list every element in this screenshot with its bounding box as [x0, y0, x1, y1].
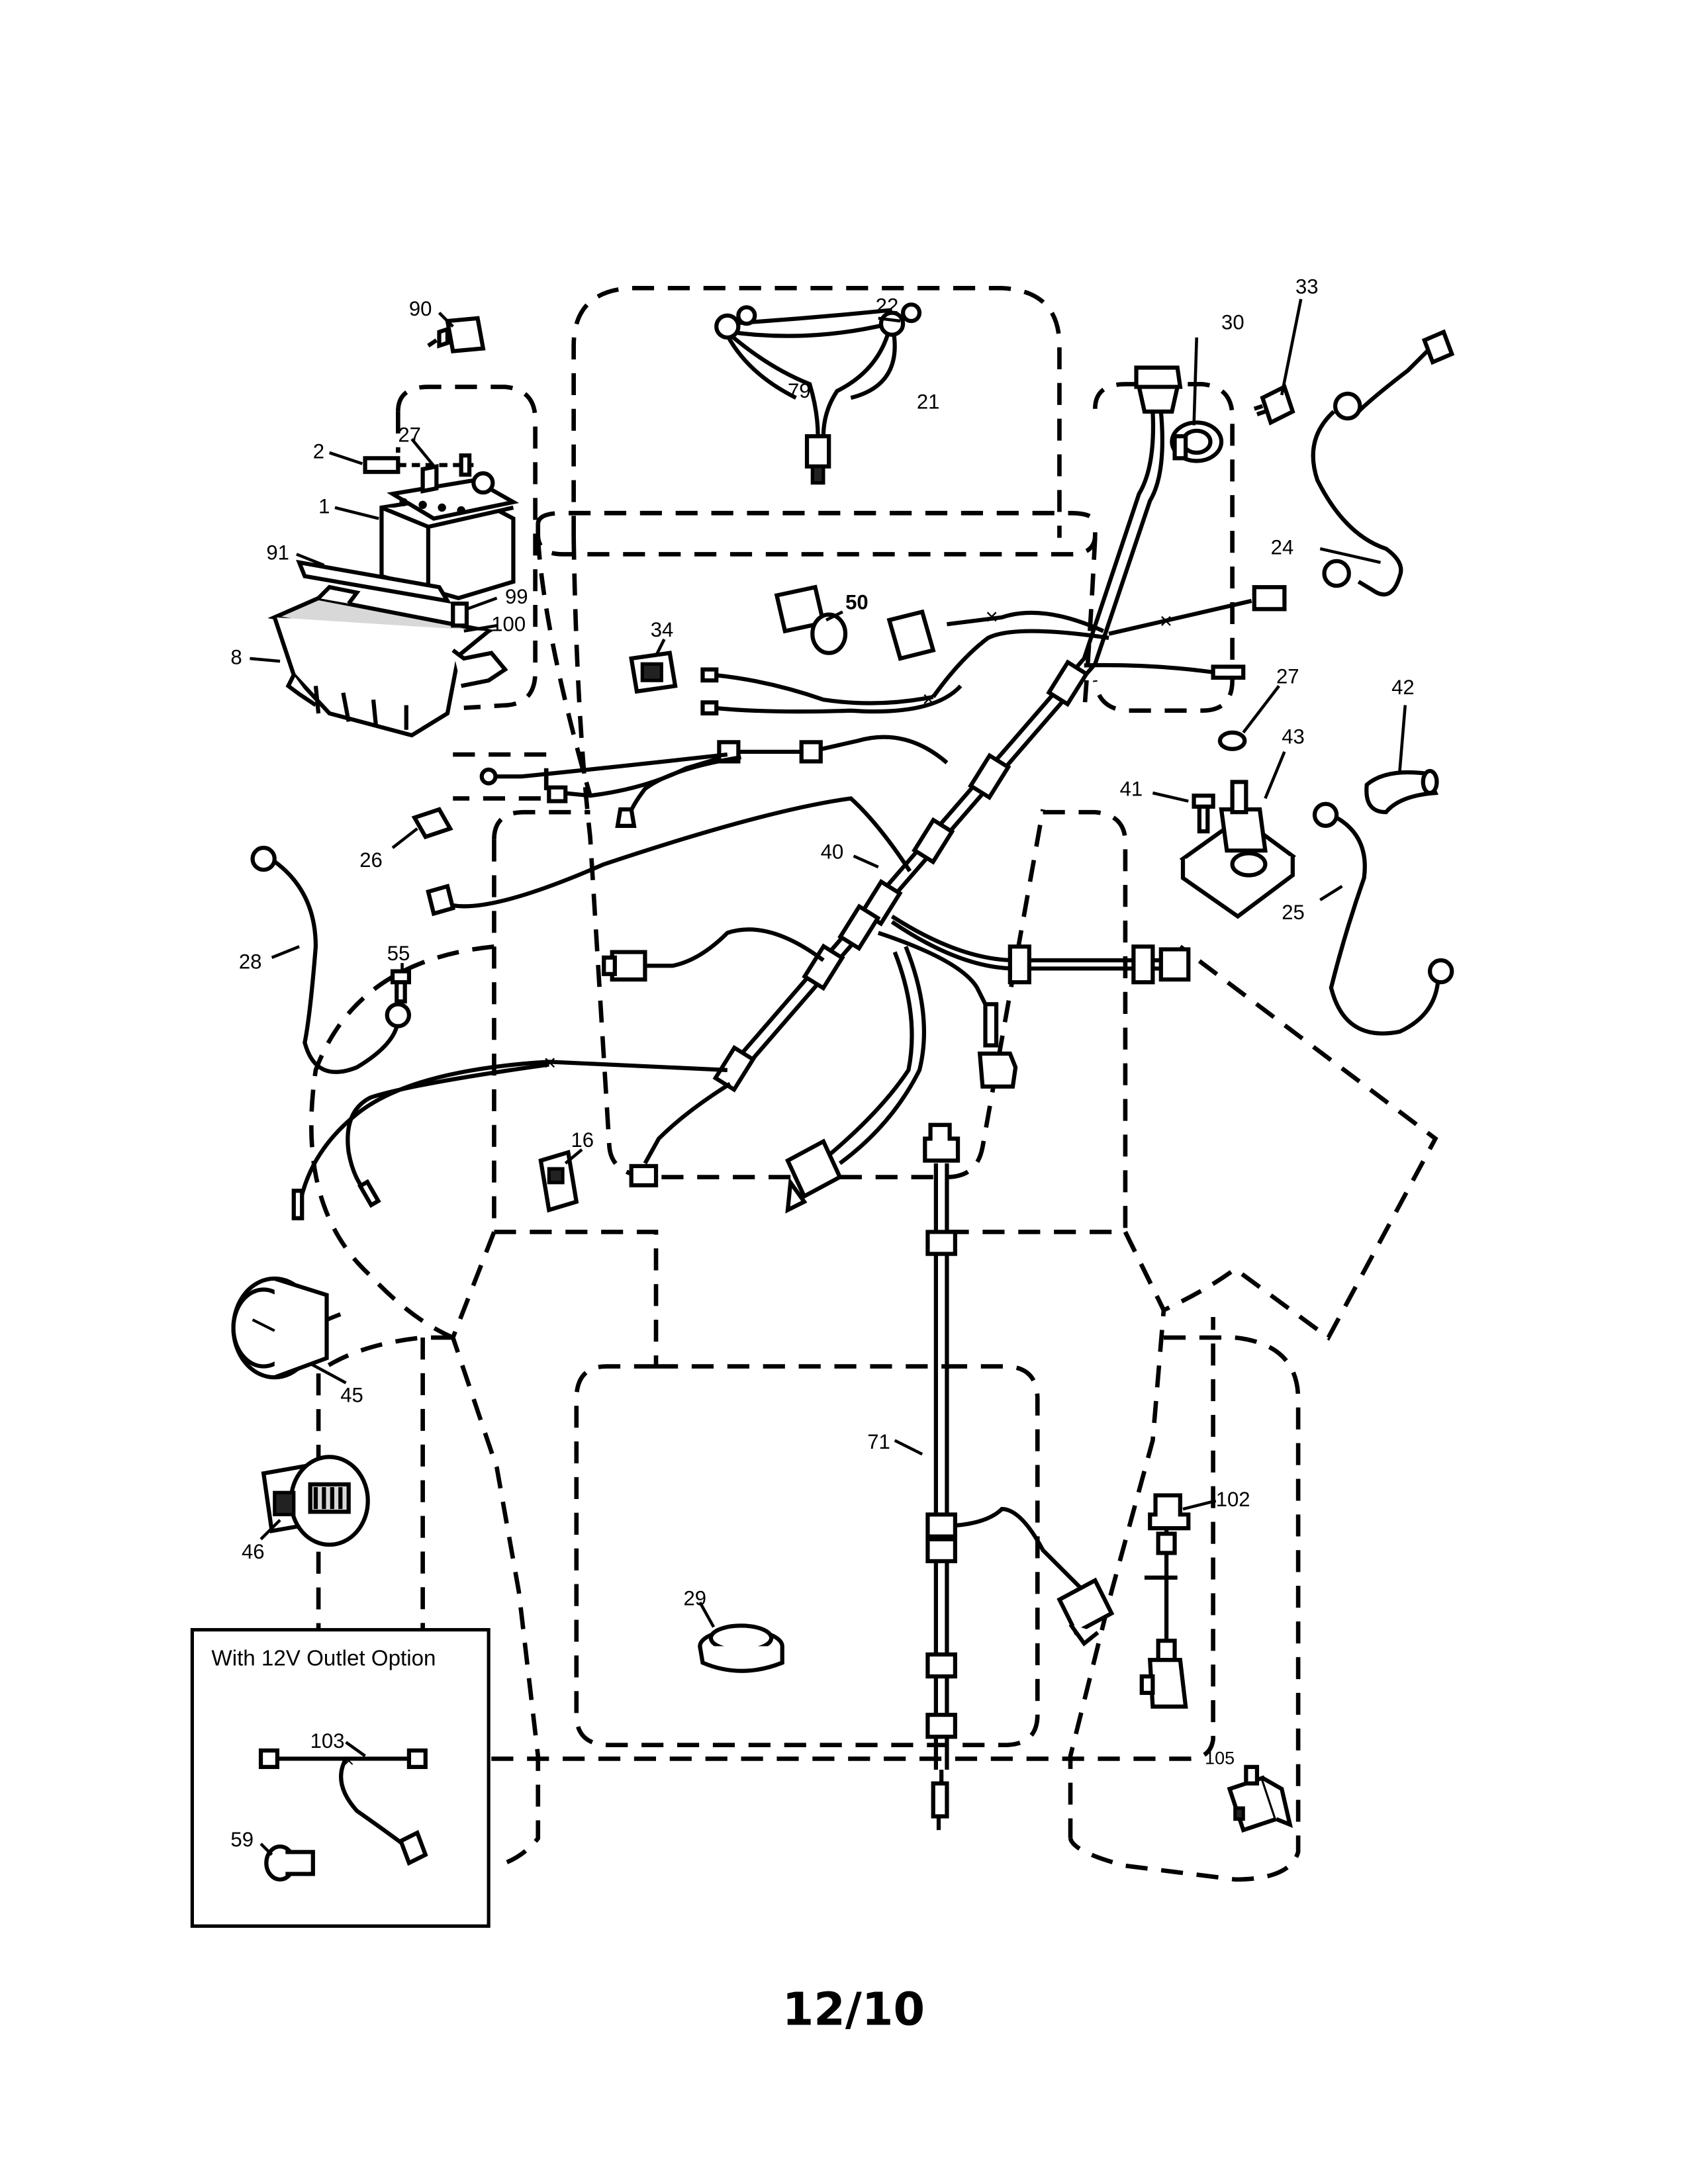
leader-lines [250, 298, 1407, 1856]
callout-79: 79 [788, 379, 811, 402]
callout-91: 91 [266, 541, 289, 565]
callout-105: 105 [1205, 1749, 1235, 1768]
svg-text:×: × [1160, 609, 1172, 633]
harness-sleeve [912, 817, 955, 865]
callout-46: 46 [242, 1540, 265, 1563]
connector-plug [629, 1163, 659, 1188]
callout-71: 71 [867, 1430, 890, 1453]
connector-plug [977, 1051, 1018, 1089]
main-wire-harness: × × × × [291, 365, 1287, 1220]
callout-22: 22 [876, 295, 899, 318]
callout-102: 102 [1216, 1488, 1250, 1511]
callout-99: 99 [505, 585, 528, 608]
connector-plug [1158, 947, 1191, 982]
callout-103: 103 [310, 1729, 345, 1752]
part-34 [629, 651, 678, 694]
bolt-41 [1192, 794, 1215, 834]
callout-labels: 90 2 27 1 91 99 100 8 22 79 21 30 33 24 … [230, 275, 1414, 1851]
callout-27-battery: 27 [398, 423, 421, 446]
connector-plug [426, 884, 455, 917]
callout-24: 24 [1271, 535, 1294, 559]
harness-sleeve [712, 1044, 756, 1093]
battery [379, 463, 520, 601]
callout-100: 100 [491, 613, 526, 636]
battery-hold-down [296, 559, 452, 604]
callout-34: 34 [651, 618, 674, 641]
boot-42 [1364, 768, 1439, 815]
part-102 [1139, 1493, 1191, 1709]
callout-50: 50 [845, 590, 868, 614]
callout-16: 16 [571, 1128, 594, 1152]
harness-sleeve [802, 943, 845, 991]
callout-40: 40 [821, 841, 844, 864]
callout-45: 45 [340, 1383, 363, 1406]
callout-1: 1 [318, 494, 330, 518]
callout-90: 90 [409, 297, 432, 320]
connector-plug [1252, 585, 1287, 612]
callout-25: 25 [1282, 901, 1305, 924]
callout-43: 43 [1282, 725, 1305, 748]
inset-title: With 12V Outlet Option [211, 1646, 436, 1670]
wires-34 [700, 667, 962, 715]
harness-sleeve [968, 752, 1011, 801]
callout-28: 28 [239, 950, 262, 973]
inset-12v-outlet: With 12V Outlet Option × [190, 1627, 491, 1928]
harness-sleeve [837, 903, 881, 952]
seat-switch [774, 584, 936, 661]
part-105 [1227, 1764, 1293, 1833]
callout-2: 2 [313, 439, 324, 463]
callout-26: 26 [359, 848, 383, 872]
fuel-gauge [261, 1455, 370, 1547]
starter-solenoid [1179, 780, 1297, 919]
relay-16 [538, 1150, 579, 1213]
screw-55 [390, 969, 412, 1004]
page-number: 12/10 [782, 1984, 925, 2036]
headlight-harness [714, 302, 922, 485]
part-33 [1253, 384, 1295, 426]
callout-41: 41 [1120, 777, 1143, 800]
callout-33: 33 [1295, 275, 1319, 298]
callout-27-solenoid: 27 [1276, 664, 1299, 688]
tractor-frame-outline [308, 285, 1438, 1882]
harness-sleeve [1046, 659, 1090, 707]
callout-42: 42 [1391, 676, 1415, 699]
fuse-26 [411, 807, 453, 840]
harness-top-connector [1134, 365, 1183, 389]
part-90 [427, 316, 486, 354]
callout-8: 8 [230, 645, 242, 668]
battery-bolt [363, 453, 474, 477]
battery-tray [267, 584, 508, 738]
callout-21: 21 [917, 390, 940, 414]
connector-plug [784, 1138, 843, 1199]
callout-55: 55 [387, 942, 410, 965]
connector-plug [610, 950, 647, 982]
battery-cable-24 [1311, 329, 1455, 597]
hour-meter [231, 1276, 342, 1380]
callout-59: 59 [230, 1828, 254, 1851]
svg-text:×: × [986, 605, 998, 629]
part-29 [698, 1623, 784, 1673]
battery-cable-25 [1312, 801, 1454, 1036]
callout-30: 30 [1221, 310, 1244, 334]
callout-29: 29 [683, 1586, 706, 1610]
nut-27 [1217, 730, 1247, 751]
svg-text:×: × [343, 1751, 354, 1772]
ignition-switch [1170, 420, 1224, 463]
ground-cable-28 [250, 845, 412, 1074]
harness-71 [923, 1122, 1115, 1831]
svg-text:×: × [543, 1051, 556, 1075]
